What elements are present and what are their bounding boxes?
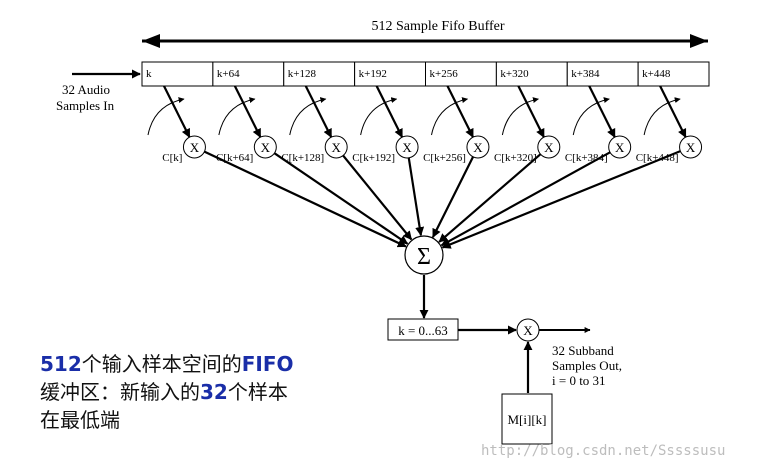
multiplier-symbol: X [544, 140, 554, 155]
buffer-cell-label: k+448 [642, 68, 671, 80]
caption-text: 512个输入样本空间的FIFO 缓冲区：新输入的32个样本 在最低端 [40, 350, 400, 434]
product-to-sum-arrow [342, 154, 413, 241]
caption-line2-text: 缓冲区：新输入的 [40, 380, 200, 404]
matrix-box-label: M[i][k] [508, 412, 547, 427]
coefficient-label: C[k+320] [494, 152, 537, 164]
multiplier-node [253, 135, 277, 159]
tap-arrow [375, 85, 404, 138]
caption-line1-number: 512 [40, 352, 82, 376]
coefficient-label: C[k] [162, 152, 182, 164]
buffer-cell-label: k+320 [500, 68, 529, 80]
rotation-arrow [289, 97, 327, 136]
multiplier-symbol: X [331, 140, 341, 155]
product-to-sum-arrow [407, 157, 425, 237]
multiplier-node [182, 135, 206, 159]
tap-arrow [588, 85, 616, 138]
coefficient-label: C[k+384] [565, 152, 608, 164]
buffer-cell [495, 61, 568, 87]
rotation-arrow [431, 97, 469, 136]
caption-line3: 在最低端 [40, 408, 120, 432]
index-box-label: k = 0...63 [398, 323, 448, 338]
coefficient-label: C[k+256] [423, 152, 466, 164]
multiplier-node [679, 135, 703, 159]
multiplier-symbol: X [473, 140, 483, 155]
caption-line1-text: 个输入样本空间的 [81, 352, 242, 376]
caption-line2: 缓冲区：新输入的32个样本 [40, 378, 400, 406]
multiplier-symbol: X [615, 140, 625, 155]
coefficient-label: C[k+128] [281, 152, 324, 164]
output-label-line2: Samples Out, [552, 358, 622, 373]
buffer-title: 512 Sample Fifo Buffer [371, 19, 504, 34]
matrix-box [501, 393, 553, 445]
buffer-cell [637, 61, 710, 87]
sum-symbol: Σ [417, 244, 431, 270]
watermark: http://blog.csdn.net/Sssssusu [481, 443, 726, 459]
coefficient-label: C[k+448] [636, 152, 679, 164]
buffer-cell [425, 61, 497, 87]
multiplier-symbol: X [686, 140, 696, 155]
multiplier-symbol: X [190, 140, 200, 155]
multiplier-symbol: X [261, 140, 271, 155]
multiplier-node [466, 135, 490, 159]
product-to-sum-arrow [441, 150, 681, 249]
buffer-cell [566, 61, 639, 87]
sum-node [404, 235, 444, 275]
caption-line2-number: 32 [200, 380, 228, 404]
multiplier-node [395, 135, 419, 159]
span-arrow-right-head [690, 34, 708, 48]
input-label-line1: 32 Audio [62, 82, 110, 97]
buffer-cell-label: k [146, 68, 152, 80]
multiplier-symbol: X [402, 140, 412, 155]
coefficient-label: C[k+64] [216, 152, 253, 164]
fifo-buffer: k k+64 k+128 k+192 k+256 k+320 k+384 k+448 [141, 61, 710, 87]
input-label-line2: Samples In [56, 98, 115, 113]
multiplier-node [608, 135, 632, 159]
coefficient-label: C[k+192] [352, 152, 395, 164]
rotation-arrow [572, 97, 610, 136]
output-label-line3: i = 0 to 31 [552, 373, 606, 388]
rotation-arrow [643, 97, 681, 136]
buffer-cell-label: k+64 [217, 68, 240, 80]
rotation-arrow [360, 97, 398, 136]
filter-taps: X C[k] X C[k+64] X C[k+128] X C[k+192] X C[k+256]… [147, 85, 703, 249]
multiplier-node [324, 135, 348, 159]
product-to-sum-arrow [273, 152, 409, 245]
buffer-cell-label: k+256 [430, 68, 459, 80]
rotation-arrow [218, 97, 256, 136]
span-arrow-left-head [142, 34, 160, 48]
product-to-sum-arrow [438, 153, 542, 243]
buffer-cell [141, 61, 214, 87]
buffer-cell-label: k+384 [571, 68, 600, 80]
caption-line2-tail: 个样本 [227, 380, 288, 404]
product-to-sum-arrow [440, 151, 611, 247]
buffer-cell-label: k+128 [288, 68, 317, 80]
caption-line1: 512个输入样本空间的FIFO [40, 350, 400, 378]
output-label-line1: 32 Subband [552, 343, 614, 358]
tap-arrow [659, 85, 687, 138]
tap-arrow [304, 85, 333, 138]
buffer-cell-label: k+192 [359, 68, 387, 80]
rotation-arrow [501, 97, 539, 136]
buffer-cell [212, 61, 285, 87]
tap-arrow [517, 85, 545, 138]
product-to-sum-arrow [431, 156, 475, 238]
tap-arrow [233, 85, 262, 138]
matrix-multiplier-symbol: X [523, 323, 533, 338]
multiplier-node [537, 135, 561, 159]
caption-line1-fifo: FIFO [241, 352, 294, 376]
buffer-cell [354, 61, 426, 87]
product-to-sum-arrow [203, 150, 407, 248]
rotation-arrow [147, 97, 185, 136]
tap-arrow [163, 85, 191, 138]
tap-arrow [446, 85, 475, 138]
